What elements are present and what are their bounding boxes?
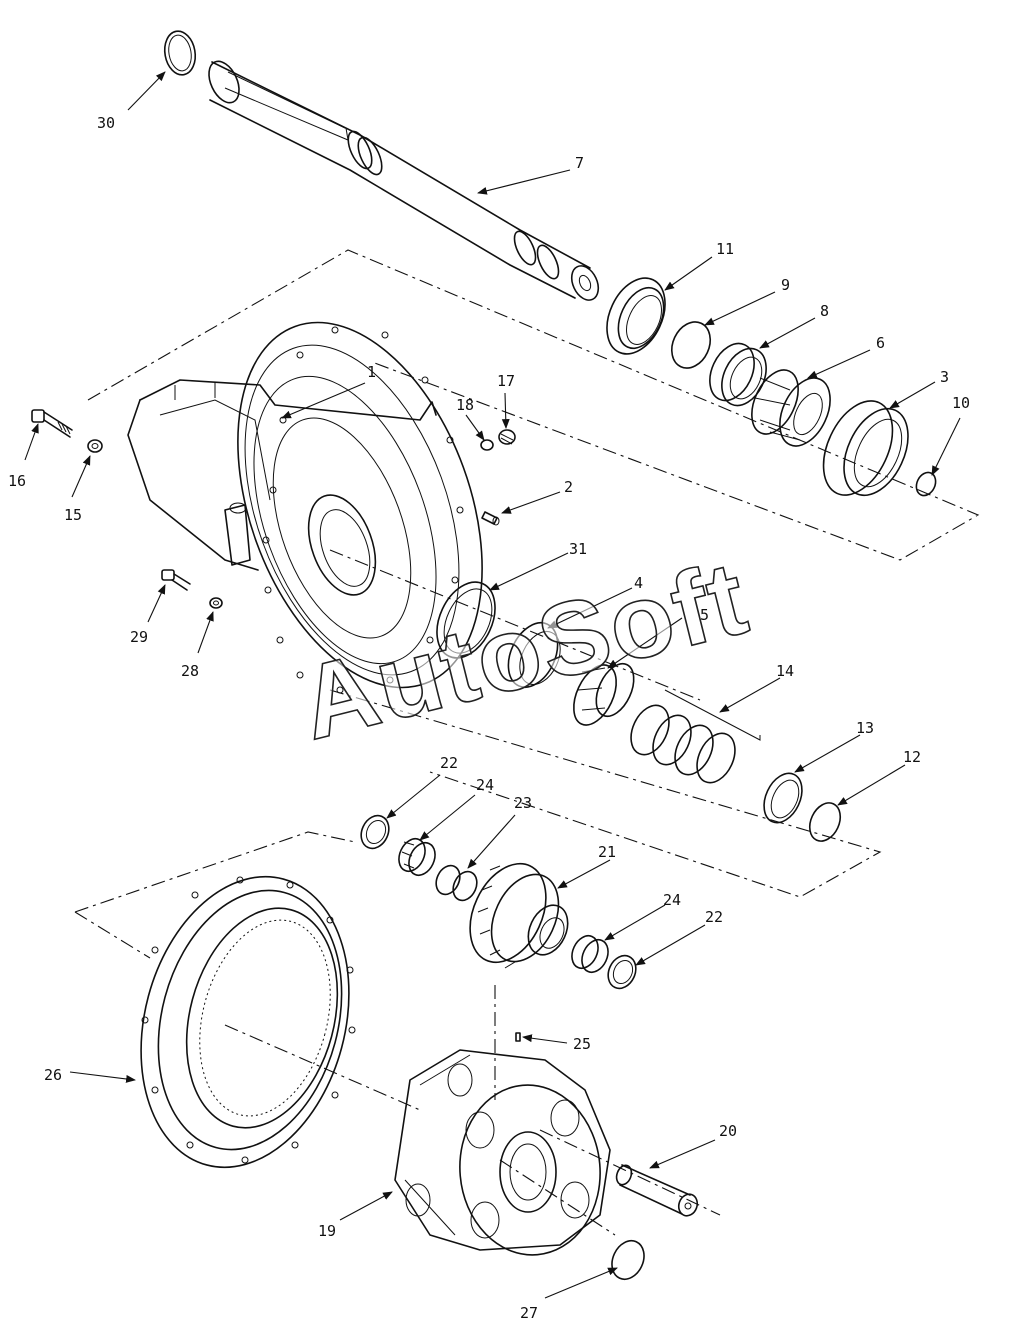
o-ring-9 — [670, 321, 712, 369]
callout-31: 31 — [569, 540, 587, 558]
needle-bearing-24-left — [398, 837, 436, 877]
callout-1: 1 — [367, 363, 376, 381]
washer-28 — [209, 597, 223, 609]
axle-housing-1 — [127, 321, 483, 694]
bolt-29 — [161, 569, 191, 591]
callout-26: 26 — [44, 1066, 62, 1084]
callout-29: 29 — [130, 628, 148, 646]
ring-gear-26 — [140, 875, 356, 1169]
callout-22-upper: 22 — [440, 754, 458, 772]
callout-labels: 30 7 11 9 8 6 3 10 1 18 17 16 15 2 31 4 … — [8, 114, 970, 1322]
callout-4: 4 — [634, 574, 643, 592]
spacer-23 — [435, 864, 478, 902]
callout-10: 10 — [952, 394, 970, 412]
callout-19: 19 — [318, 1222, 336, 1240]
o-ring-18 — [480, 439, 494, 451]
plug-10 — [915, 471, 937, 497]
callout-13: 13 — [856, 719, 874, 737]
planet-shaft-20 — [615, 1164, 699, 1217]
needle-bearing-24-right — [571, 934, 609, 974]
callout-11: 11 — [716, 240, 734, 258]
bearing-cup-3 — [822, 400, 909, 497]
axle-shaft-7 — [208, 60, 600, 301]
housing-bolt-holes — [262, 326, 464, 694]
tapered-bearing-6 — [751, 369, 831, 447]
assembly-boundary-upper — [87, 249, 980, 561]
ring-gear-bolt-holes — [141, 876, 356, 1164]
shim-pack-14 — [630, 689, 761, 784]
oil-seal-11 — [606, 277, 666, 355]
thrust-washer-22-left — [360, 814, 390, 850]
callout-2: 2 — [564, 478, 573, 496]
bearing-cup-8 — [709, 342, 767, 407]
callout-18: 18 — [456, 396, 474, 414]
callout-8: 8 — [820, 302, 829, 320]
callout-27: 27 — [520, 1304, 538, 1322]
callout-23: 23 — [514, 794, 532, 812]
callout-16: 16 — [8, 472, 26, 490]
callout-24-upper: 24 — [476, 776, 494, 794]
shim-13 — [763, 772, 803, 824]
shim-31 — [436, 581, 496, 659]
callout-22-lower: 22 — [705, 908, 723, 926]
snap-ring-12 — [808, 802, 842, 842]
callout-24-lower: 24 — [663, 891, 681, 909]
washer-15 — [87, 439, 103, 453]
callout-6: 6 — [876, 334, 885, 352]
callout-17: 17 — [497, 372, 515, 390]
callout-15: 15 — [64, 506, 82, 524]
dowel-pin-2 — [481, 511, 500, 526]
bolt-16 — [31, 409, 73, 438]
callout-12: 12 — [903, 748, 921, 766]
snap-ring-27 — [611, 1239, 645, 1281]
snap-ring-30 — [163, 30, 197, 76]
planet-gear-21 — [469, 862, 569, 969]
planet-carrier-19 — [394, 1049, 611, 1256]
callout-7: 7 — [575, 154, 584, 172]
callout-20: 20 — [719, 1122, 737, 1140]
thrust-washer-22-right — [607, 954, 637, 990]
pin-25 — [515, 1032, 521, 1042]
callout-28: 28 — [181, 662, 199, 680]
callout-9: 9 — [781, 276, 790, 294]
plug-17 — [498, 429, 516, 445]
callout-3: 3 — [940, 368, 949, 386]
callout-21: 21 — [598, 843, 616, 861]
callout-14: 14 — [776, 662, 794, 680]
leader-lines — [24, 71, 961, 1299]
callout-30: 30 — [97, 114, 115, 132]
callout-25: 25 — [573, 1035, 591, 1053]
callout-5: 5 — [700, 606, 709, 624]
assembly-boundary-lower — [74, 549, 721, 1236]
